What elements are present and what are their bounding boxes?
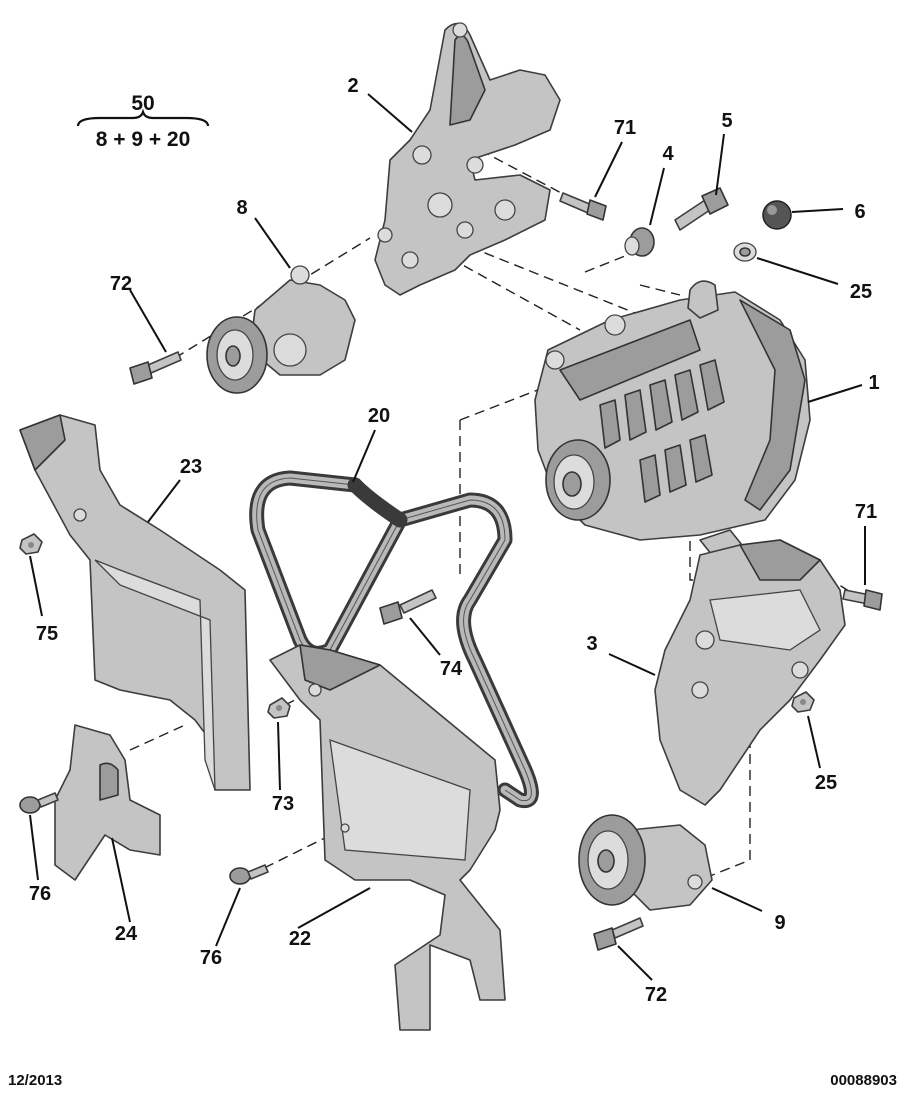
- bolt-72-top-part: [129, 351, 182, 385]
- leader-lines: [29, 93, 866, 981]
- alternator-pulley: [545, 439, 611, 521]
- stud-part: [674, 187, 729, 231]
- callout-small-bracket: 24: [115, 923, 138, 945]
- callout-nut-top: 25: [850, 281, 872, 303]
- callout-cap: 6: [854, 201, 865, 223]
- nut-mid-part: [791, 691, 815, 713]
- callout-stud: 5: [721, 110, 732, 132]
- callout-bolt-71-right: 71: [855, 501, 877, 523]
- small-bracket-part: [54, 724, 161, 881]
- lower-tensioner-part: [578, 814, 713, 911]
- callout-bolt-72-bottom: 72: [645, 984, 667, 1006]
- callout-alternator: 1: [868, 372, 879, 394]
- formula-assembly-number: 50: [131, 92, 154, 115]
- callout-screw-76-left: 76: [29, 883, 51, 905]
- callout-belt: 20: [368, 405, 390, 427]
- formula-components: 8 + 9 + 20: [96, 128, 191, 151]
- callout-lower-tensioner: 9: [774, 912, 785, 934]
- formula-brace: [76, 108, 210, 127]
- bolt-71-right-part: [842, 589, 883, 611]
- upper-bracket-part: [374, 22, 561, 296]
- callout-labels: 1 2 3 4 5 6 8 9 20 22 23 24 25 25 71 71 …: [29, 75, 880, 1006]
- nut-75-part: [19, 533, 43, 555]
- screw-76-center-part: [229, 864, 269, 885]
- nut-73-part: [267, 697, 291, 719]
- callout-upper-bracket: 2: [347, 75, 358, 97]
- callout-bolt-74: 74: [440, 658, 463, 680]
- nut-top-part: [733, 242, 757, 262]
- callout-bolt-71-top: 71: [614, 117, 636, 139]
- callout-screw-76-center: 76: [200, 947, 222, 969]
- screw-76-left-part: [19, 792, 59, 814]
- belt-part: [249, 470, 539, 809]
- callout-bolt-72-top: 72: [110, 273, 132, 295]
- callout-left-shield: 23: [180, 456, 202, 478]
- alternator-part: [534, 280, 811, 556]
- callout-lower-bracket: 3: [586, 633, 597, 655]
- spacer-part: [624, 227, 655, 257]
- bolt-71-top-part: [559, 192, 607, 221]
- footer-date: 12/2013: [8, 1072, 63, 1089]
- left-shield-part: [19, 414, 251, 791]
- callout-nut-75: 75: [36, 623, 58, 645]
- footer-reference-number: 00088903: [830, 1072, 897, 1089]
- callout-nut-73: 73: [272, 793, 294, 815]
- alternator-fins: [599, 359, 725, 503]
- bolt-72-bottom-part: [593, 917, 644, 951]
- upper-tensioner-part: [206, 265, 356, 394]
- lower-bracket-part: [654, 539, 846, 806]
- cap-part: [762, 200, 792, 230]
- assembly-formula: 50 8 + 9 + 20: [76, 92, 210, 151]
- center-shield-part: [269, 644, 506, 1031]
- callout-center-shield: 22: [289, 928, 311, 950]
- bolt-74-part: [379, 589, 437, 625]
- callout-nut-mid: 25: [815, 772, 837, 794]
- callout-upper-tensioner: 8: [236, 197, 247, 219]
- callout-spacer: 4: [662, 143, 674, 165]
